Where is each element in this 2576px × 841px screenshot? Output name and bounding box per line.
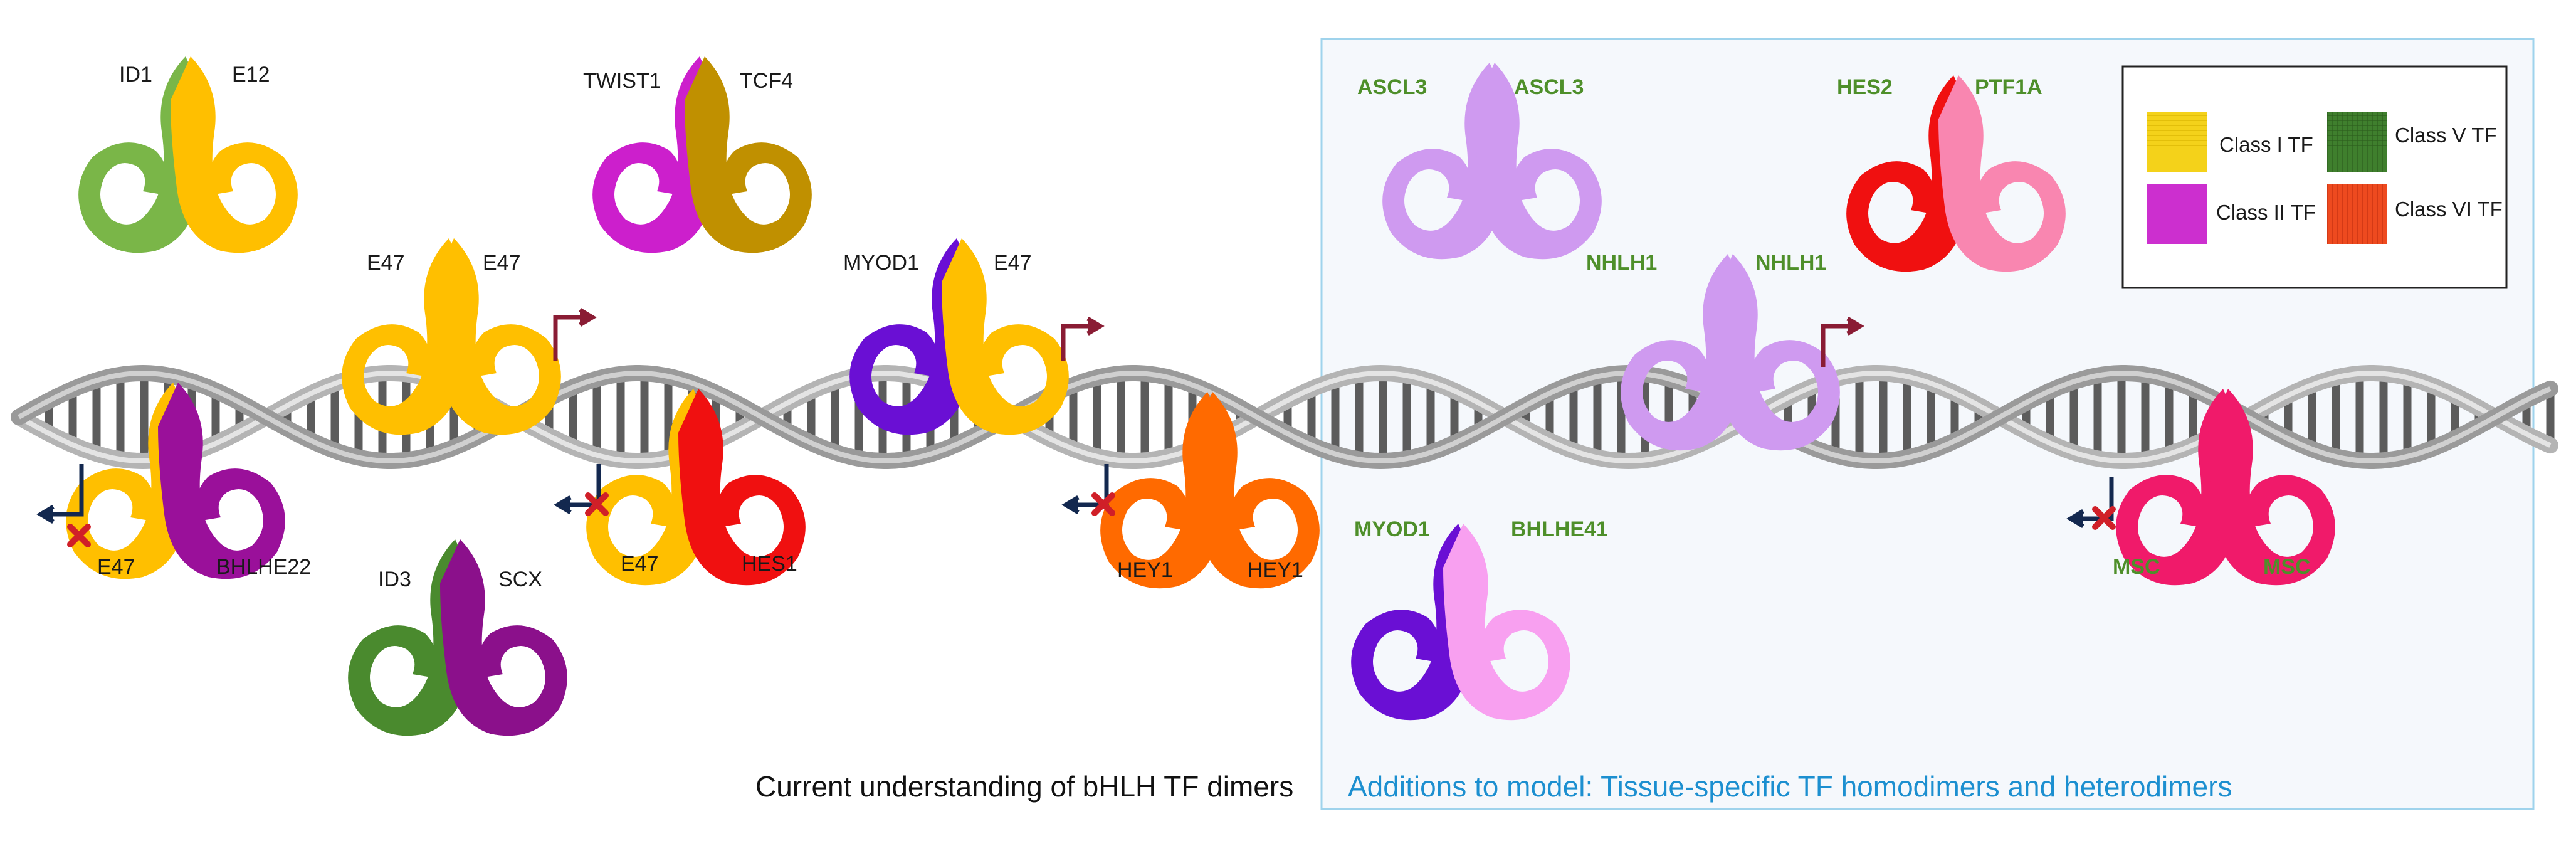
dimer-hes2-ptf1a: HES2 PTF1A [1837, 75, 2066, 272]
repression-x-icon [585, 492, 609, 516]
monomer-label-left: ID1 [119, 63, 152, 87]
monomer-label-right: HES1 [742, 552, 797, 576]
dimer-myod1-e47: MYOD1 E47 [843, 238, 1069, 435]
monomer-label-left: NHLH1 [1586, 251, 1657, 275]
dimer-id1-e12: ID1 E12 [78, 56, 298, 253]
dimer-e47-bhlhe22: E47 BHLHE22 [66, 383, 311, 579]
monomer-label-left: MSC [2113, 555, 2160, 579]
monomer-label-left: HES2 [1837, 75, 1893, 99]
legend-swatch-class-ii [2147, 184, 2207, 244]
repressed-arrow [2066, 477, 2114, 529]
legend-label-class-i: Class I TF [2219, 133, 2313, 156]
caption-current: Current understanding of bHLH TF dimers [755, 770, 1293, 803]
legend-swatch-class-vi [2327, 184, 2387, 244]
monomer-label-right: SCX [498, 568, 542, 591]
legend-label-class-vi: Class VI TF [2395, 198, 2503, 221]
active-arrow [1061, 316, 1105, 361]
dimer-nhlh1-nhlh1: NHLH1 NHLH1 [1586, 251, 1840, 451]
dimer-e47-hes1: E47 HES1 [586, 389, 806, 586]
monomer-label-right: E12 [232, 63, 270, 87]
caption-additions: Additions to model: Tissue-specific TF h… [1348, 770, 2232, 803]
monomer-label-right: E47 [483, 251, 521, 275]
transcription-arrows [36, 307, 2116, 547]
monomer-label-right: MSC [2263, 555, 2311, 579]
monomer-label-left: HEY1 [1117, 558, 1173, 582]
legend-swatch-class-v [2327, 112, 2387, 172]
dimer-id3-scx: ID3 SCX [348, 539, 567, 736]
active-arrow [1821, 316, 1864, 367]
monomer-label-left: MYOD1 [843, 251, 919, 275]
monomer-label-right: BHLHE22 [216, 555, 311, 579]
monomer-label-right: TCF4 [740, 69, 793, 93]
dimer-e47-e47: E47 E47 [342, 238, 561, 435]
monomer-label-left: MYOD1 [1354, 517, 1430, 541]
monomer-label-right: E47 [994, 251, 1032, 275]
repression-x-icon [67, 524, 91, 547]
monomer-label-left: E47 [621, 552, 659, 576]
active-arrow [553, 307, 597, 361]
monomer-label-left: ASCL3 [1357, 75, 1427, 99]
monomer-label-right: BHLHE41 [1511, 517, 1608, 541]
dimer-myod1-bhlhe41: MYOD1 BHLHE41 [1351, 517, 1608, 721]
monomer-label-left: E47 [97, 555, 135, 579]
monomer-label-right: ASCL3 [1514, 75, 1584, 99]
monomer-label-right: PTF1A [1975, 75, 2042, 99]
monomer-label-left: E47 [367, 251, 405, 275]
legend-label-class-ii: Class II TF [2216, 201, 2316, 224]
repression-x-icon [2092, 506, 2116, 530]
legend-swatch-class-i [2147, 112, 2207, 172]
monomer-label-right: HEY1 [1248, 558, 1303, 582]
legend: Class I TF Class II TF Class V TF Class … [2121, 65, 2508, 289]
legend-label-class-v: Class V TF [2395, 124, 2497, 147]
monomer-label-right: NHLH1 [1755, 251, 1826, 275]
legend-frame [2121, 65, 2508, 289]
monomer-label-left: TWIST1 [583, 69, 661, 93]
dna-backbone-highlight [18, 370, 2552, 464]
dimer-ascl3-ascl3: ASCL3 ASCL3 [1357, 63, 1602, 260]
dimer-msc-msc: MSC MSC [2113, 389, 2335, 586]
dimer-hey1-hey1: HEY1 HEY1 [1100, 392, 1320, 589]
monomer-label-left: ID3 [378, 568, 411, 591]
repressed-arrow [36, 464, 84, 524]
dimer-twist1-tcf4: TWIST1 TCF4 [583, 56, 812, 253]
repression-x-icon [1091, 492, 1115, 516]
